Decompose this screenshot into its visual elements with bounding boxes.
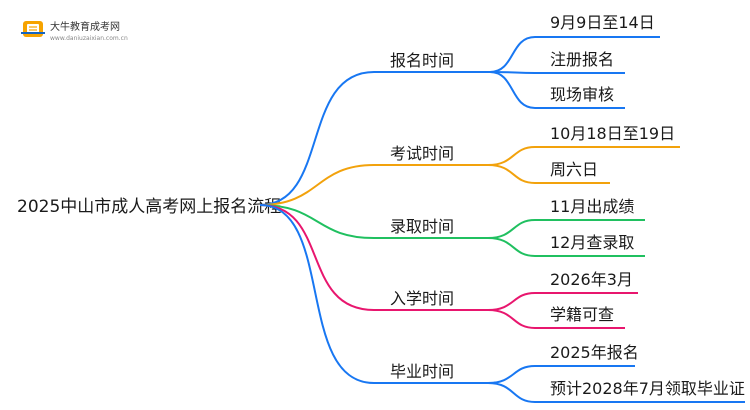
leaf-connector-4-0 [487,365,635,384]
leaf-label-1-0: 10月18日至19日 [550,124,675,143]
leaf-label-4-0: 2025年报名 [550,343,639,362]
leaf-connector-3-1 [487,309,625,329]
branch-label-4: 毕业时间 [390,362,454,381]
leaf-connector-0-2 [489,71,625,109]
brand-logo: 大牛教育成考网 www.daniuzaixian.com.cn [21,20,128,42]
leaf-label-3-1: 学籍可查 [550,305,614,324]
branch-label-1: 考试时间 [390,144,454,163]
leaf-label-0-2: 现场审核 [550,85,614,104]
branch-label-3: 入学时间 [390,289,454,308]
root-connector-3 [259,204,488,311]
root-connector-4 [259,204,488,384]
leaf-connector-3-0 [487,292,638,311]
leaf-label-3-0: 2026年3月 [550,270,633,289]
leaf-connector-1-1 [487,164,610,184]
leaf-label-2-1: 12月查录取 [550,233,634,252]
leaf-label-1-1: 周六日 [550,160,598,179]
logo-url: www.daniuzaixian.com.cn [50,35,128,42]
book-icon [21,21,45,37]
leaf-connector-2-1 [487,237,645,257]
leaf-connector-1-0 [487,146,680,166]
leaf-connector-4-1 [487,382,745,403]
root-connector-1 [259,164,488,206]
branch-label-0: 报名时间 [390,51,454,70]
branch-label-2: 录取时间 [390,217,454,236]
logo-title: 大牛教育成考网 [50,20,120,33]
leaf-label-2-0: 11月出成绩 [550,197,634,216]
leaf-connector-0-1 [489,71,625,74]
leaf-connector-2-0 [487,219,645,239]
root-label: 2025中山市成人高考网上报名流程 [17,197,281,217]
leaf-label-4-1: 预计2028年7月领取毕业证 [550,379,745,398]
root-connector-2 [259,204,488,239]
leaf-label-0-0: 9月9日至14日 [550,13,655,32]
leaf-connector-0-0 [489,36,660,73]
root-connector-0 [259,71,490,206]
leaf-label-0-1: 注册报名 [550,50,614,69]
